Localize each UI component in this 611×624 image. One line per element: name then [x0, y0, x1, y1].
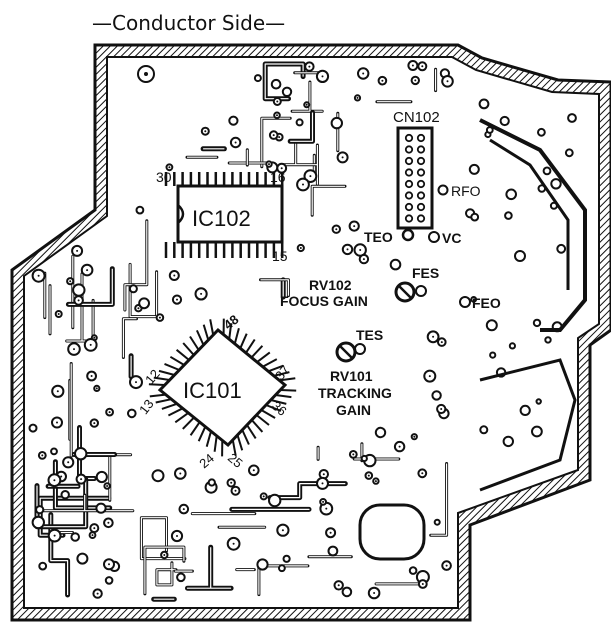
rv102-function-label: FOCUS GAIN — [280, 293, 368, 309]
cn102-pins — [404, 133, 426, 223]
diagram-title: —Conductor Side— — [92, 11, 285, 35]
ic101-pin-rows — [148, 318, 297, 457]
ic102-pin-row-top — [164, 172, 284, 186]
rv101-ref-label: RV101 — [330, 368, 373, 384]
rv101: RV101 TRACKING GAIN — [318, 341, 392, 418]
test-point-feo-label: FEO — [472, 295, 501, 311]
ic102-outline — [176, 184, 284, 244]
rv101-function-label-2: GAIN — [336, 402, 371, 418]
test-point-rfo-label: RFO — [451, 183, 481, 199]
copper-traces — [28, 60, 587, 602]
test-point-vc-pad — [428, 231, 440, 243]
test-point-fes-label: FES — [412, 265, 439, 281]
cn102-outline — [396, 126, 434, 230]
test-point-tes-label: TES — [356, 327, 383, 343]
test-point-feo: FEO — [459, 295, 501, 311]
test-point-rfo: RFO — [437, 183, 481, 199]
ic101-label: IC101 — [183, 378, 242, 403]
test-point-fes: FES — [412, 265, 439, 297]
ic102: IC102 30 16 15 — [156, 169, 288, 264]
rv102-ref-label: RV102 — [309, 277, 352, 293]
ic101-outline — [157, 327, 288, 448]
rv102: RV102 FOCUS GAIN — [280, 277, 416, 309]
test-point-teo: TEO — [364, 228, 415, 245]
test-point-teo-pad — [401, 228, 415, 242]
test-point-feo-pad — [459, 296, 471, 308]
test-point-fes-pad — [415, 285, 427, 297]
rv101-function-label-1: TRACKING — [318, 385, 392, 401]
test-point-rfo-pad — [437, 184, 449, 196]
ic102-pin-30-label: 30 — [156, 169, 172, 185]
test-point-teo-label: TEO — [364, 229, 393, 245]
ic102-pin-16-label: 16 — [270, 169, 286, 185]
test-point-tes: TES — [354, 327, 383, 355]
ic102-pin-row-bottom — [164, 242, 284, 258]
test-point-vc-label: VC — [442, 230, 461, 246]
ic102-label: IC102 — [192, 206, 251, 231]
ic101: IC101 48 12 37 36 13 24 25 — [136, 312, 297, 471]
cn102: CN102 — [393, 109, 440, 230]
large-pad — [358, 503, 426, 561]
cn102-label: CN102 — [393, 109, 440, 126]
ic102-pin-15-label: 15 — [272, 248, 288, 264]
test-point-vc: VC — [428, 230, 461, 246]
test-point-tes-pad — [354, 343, 366, 355]
